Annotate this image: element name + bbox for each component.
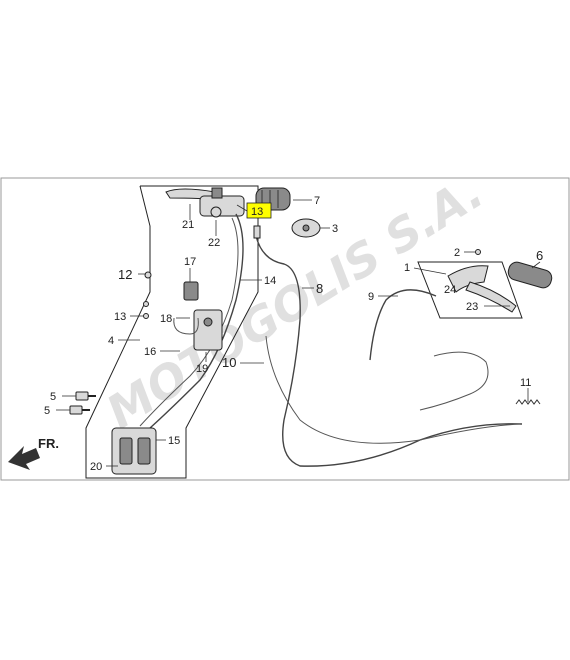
callout-9[interactable]: 9: [368, 291, 374, 303]
callout-22[interactable]: 22: [208, 237, 220, 249]
screw-2[interactable]: [475, 249, 481, 255]
callout-6[interactable]: 6: [536, 248, 543, 263]
cable-loop: [419, 351, 489, 411]
callout-lines: [56, 199, 541, 467]
hose-loop-18: [173, 317, 199, 335]
callout-16[interactable]: 16: [144, 346, 156, 358]
callout-2[interactable]: 2: [454, 247, 460, 259]
throttle-cable-end: [253, 225, 261, 239]
callout-10[interactable]: 10: [222, 355, 236, 370]
diagram-border: [0, 177, 570, 481]
callout-8[interactable]: 8: [316, 281, 323, 296]
bolt-5a[interactable]: [75, 391, 96, 401]
callout-4[interactable]: 4: [108, 335, 114, 347]
callout-14[interactable]: 14: [264, 275, 276, 287]
callout-13-top[interactable]: 13: [251, 206, 263, 218]
lever-assembly-frame: [417, 261, 523, 319]
callout-labels: 13 7 3 8 22 21 14 17 18 16 4 12 13 5 5 1…: [44, 195, 543, 473]
bolt-5b[interactable]: [69, 405, 90, 415]
callout-17[interactable]: 17: [184, 256, 196, 268]
direction-arrow: FR.: [8, 436, 59, 470]
spring-11[interactable]: [515, 399, 541, 405]
callout-5b[interactable]: 5: [44, 405, 50, 417]
callout-1[interactable]: 1: [404, 262, 410, 274]
callout-13-highlight: [246, 202, 272, 219]
callout-20[interactable]: 20: [90, 461, 102, 473]
callout-15[interactable]: 15: [168, 435, 180, 447]
left-grip-6[interactable]: [506, 260, 553, 289]
screw-13[interactable]: [143, 301, 149, 319]
lever-holder-24[interactable]: [447, 265, 489, 293]
brake-assembly-frame: [85, 185, 259, 479]
callout-23[interactable]: 23: [466, 301, 478, 313]
screw-12[interactable]: [144, 271, 152, 279]
callout-24[interactable]: 24: [444, 284, 456, 296]
brake-caliper-20[interactable]: [111, 427, 157, 475]
callout-19[interactable]: 19: [196, 363, 208, 375]
cable-10: [265, 335, 521, 444]
callout-18[interactable]: 18: [160, 313, 172, 325]
switch-17[interactable]: [183, 281, 199, 301]
rear-brake-cable-9: [369, 289, 437, 361]
callout-21[interactable]: 21: [182, 219, 194, 231]
direction-label: FR.: [38, 436, 59, 451]
callout-3[interactable]: 3: [332, 223, 338, 235]
callout-7[interactable]: 7: [314, 195, 320, 207]
callout-12[interactable]: 12: [118, 267, 132, 282]
throttle-housing-3[interactable]: [291, 218, 321, 238]
callout-13-left[interactable]: 13: [114, 311, 126, 323]
rear-brake-lever-23[interactable]: [465, 281, 517, 313]
master-cylinder-22[interactable]: [199, 187, 245, 218]
callout-5a[interactable]: 5: [50, 391, 56, 403]
callout-11[interactable]: 11: [520, 377, 531, 389]
splitter-block-19[interactable]: [193, 309, 223, 351]
